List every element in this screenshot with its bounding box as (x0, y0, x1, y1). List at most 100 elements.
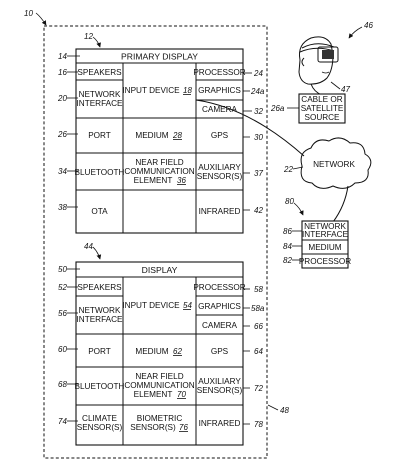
server-iface-l1: NETWORK (304, 222, 346, 231)
bot-camera: CAMERA (202, 321, 238, 330)
bot-processor: PROCESSOR (193, 283, 245, 292)
ref-vr-headset: 46 (364, 21, 373, 30)
ref-device-top: 12 (84, 32, 93, 41)
bot-bio-l1: BIOMETRIC (137, 414, 183, 423)
bot-medium-ref: 62 (173, 347, 182, 356)
ref-primary-display: 14 (58, 52, 67, 61)
bot-graphics: GRAPHICS (198, 302, 241, 311)
ref-network: 22 (283, 165, 293, 174)
top-port: PORT (88, 131, 111, 140)
top-ota: OTA (91, 207, 108, 216)
ref-aux-top: 37 (254, 169, 263, 178)
bot-input-device: INPUT DEVICE (122, 301, 180, 310)
vr-headset-icon: 46 47 (298, 21, 373, 96)
top-medium-ref: 28 (172, 131, 182, 140)
ref-server-iface: 86 (283, 227, 292, 236)
bot-climate-l1: CLIMATE (82, 414, 117, 423)
ref-port-bot: 60 (58, 345, 67, 354)
top-input-device: INPUT DEVICE (122, 86, 180, 95)
ref-gps-top: 30 (254, 133, 263, 142)
top-nfc-ref: 36 (177, 176, 186, 185)
ref-gps-bot: 64 (254, 347, 263, 356)
server-processor: PROCESSOR (299, 257, 351, 266)
network-label: NETWORK (313, 160, 355, 169)
system-enclosure: 10 48 (24, 9, 289, 459)
ref-speakers-bot: 52 (58, 283, 67, 292)
bot-climate-l2: SENSOR(S) (77, 423, 123, 432)
cable-l1: CABLE OR (301, 95, 342, 104)
primary-display-title: PRIMARY DISPLAY (121, 52, 198, 62)
top-infrared: INFRARED (199, 207, 241, 216)
cable-l3: SOURCE (304, 113, 340, 122)
bot-speakers: SPEAKERS (77, 283, 122, 292)
ref-camera-bot: 66 (254, 322, 263, 331)
ref-bluetooth-top: 34 (58, 167, 67, 176)
top-speakers: SPEAKERS (77, 68, 122, 77)
bot-input-ref: 54 (183, 301, 192, 310)
top-aux-l1: AUXILIARY (198, 163, 241, 172)
server-medium: MEDIUM (308, 243, 341, 252)
top-network-l1: NETWORK (79, 90, 121, 99)
top-bluetooth: BLUETOOTH (75, 168, 125, 177)
bot-network-l1: NETWORK (79, 306, 121, 315)
bot-nfc-l3: ELEMENT (134, 390, 173, 399)
top-gps: GPS (211, 131, 229, 140)
bot-nfc-ref: 70 (177, 390, 186, 399)
bot-aux-l1: AUXILIARY (198, 377, 241, 386)
ref-bluetooth-bot: 68 (58, 380, 67, 389)
bot-bluetooth: BLUETOOTH (75, 382, 125, 391)
ref-processor-top: 24 (253, 69, 263, 78)
ref-infrared-bot: 78 (254, 420, 263, 429)
top-nfc-l3: ELEMENT (134, 176, 173, 185)
ref-processor-bot: 58 (254, 285, 263, 294)
ref-server-processor: 82 (283, 256, 292, 265)
ref-cable-source: 26a (270, 104, 285, 113)
ref-ota-top: 38 (58, 203, 67, 212)
ref-graphics-bot: 58a (251, 304, 265, 313)
ref-infrared-top: 42 (254, 206, 263, 215)
top-camera: CAMERA (202, 105, 238, 114)
ref-port-top: 26 (57, 130, 67, 139)
top-nfc-l1: NEAR FIELD (135, 158, 183, 167)
bot-bio-ref: 76 (179, 423, 188, 432)
bot-nfc-l1: NEAR FIELD (135, 372, 183, 381)
display-title: DISPLAY (142, 265, 178, 275)
bot-port: PORT (88, 347, 111, 356)
secondary-device: 44 DISPLAY SPEAKERS NETWORK INTERFACE IN… (58, 242, 265, 446)
top-medium: MEDIUM (135, 131, 168, 140)
ref-server-medium: 84 (283, 242, 292, 251)
bot-gps: GPS (211, 347, 229, 356)
network-cloud: NETWORK 22 (283, 137, 372, 189)
primary-device: 12 PRIMARY DISPLAY SPEAKERS NETWORK INTE… (57, 32, 265, 234)
ref-headset-lens: 47 (341, 85, 350, 94)
cable-l2: SATELLITE (301, 104, 344, 113)
top-input-ref: 18 (183, 86, 192, 95)
ref-aux-bot: 72 (254, 384, 263, 393)
bot-bio-l2: SENSOR(S) (130, 423, 176, 432)
ref-camera-top: 32 (254, 107, 263, 116)
ref-server: 80 (285, 197, 294, 206)
ref-system: 10 (24, 9, 33, 18)
top-graphics: GRAPHICS (198, 86, 241, 95)
bot-aux-l2: SENSOR(S) (197, 386, 243, 395)
bot-medium: MEDIUM (135, 347, 168, 356)
link-device-network (195, 99, 305, 157)
ref-enclosure: 48 (280, 406, 289, 415)
link-network-server (332, 185, 349, 223)
ref-network-top: 20 (57, 94, 67, 103)
cable-satellite-source: CABLE OR SATELLITE SOURCE 26a (270, 93, 346, 124)
ref-display-bottom: 50 (58, 265, 67, 274)
bot-infrared: INFRARED (199, 419, 241, 428)
ref-graphics-top: 24a (250, 87, 265, 96)
top-network-l2: INTERFACE (77, 99, 123, 108)
server-device: 80 NETWORK INTERFACE MEDIUM PROCESSOR 86… (283, 197, 351, 269)
ref-device-bottom: 44 (84, 242, 93, 251)
top-processor: PROCESSOR (193, 68, 245, 77)
top-nfc-l2: COMMUNICATION (124, 167, 194, 176)
server-iface-l2: INTERFACE (302, 230, 348, 239)
bot-nfc-l2: COMMUNICATION (124, 381, 194, 390)
top-aux-l2: SENSOR(S) (197, 172, 243, 181)
ref-climate-bot: 74 (58, 417, 67, 426)
bot-network-l2: INTERFACE (77, 315, 123, 324)
